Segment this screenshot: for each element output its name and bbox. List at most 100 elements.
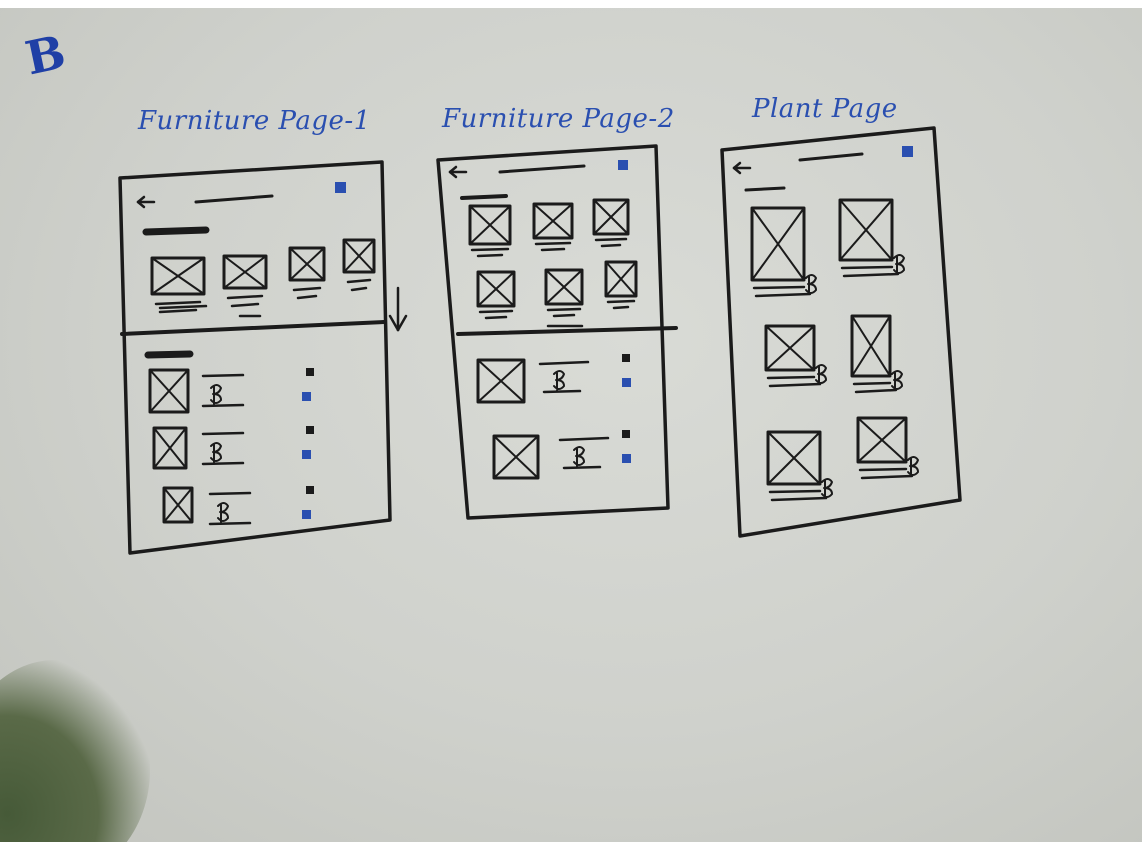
caption-line — [768, 382, 822, 388]
caption-line — [346, 278, 372, 284]
price-glyph — [573, 446, 585, 467]
dark-marker — [306, 426, 314, 434]
back-arrow-icon — [448, 170, 458, 179]
dark-marker — [306, 486, 314, 494]
image-placeholder-cross — [477, 271, 515, 307]
image-placeholder — [468, 204, 512, 246]
image-placeholder-cross — [223, 255, 267, 289]
blue-action-square — [302, 392, 311, 401]
list-title-line — [201, 373, 245, 378]
title-furniture-page-2: Furniture Page-2 — [442, 104, 675, 134]
caption-line — [540, 247, 566, 252]
caption-line — [350, 286, 368, 292]
price-glyph — [891, 370, 903, 391]
caption-line — [752, 285, 806, 290]
section-heading-bar — [142, 226, 210, 236]
header-bar-line — [798, 152, 864, 162]
blue-action-square — [622, 454, 631, 463]
blue-action-square — [302, 450, 311, 459]
image-placeholder — [604, 260, 638, 298]
caption-line — [154, 300, 202, 306]
caption-line — [158, 304, 208, 310]
wireframe-frames — [118, 126, 962, 555]
blue-action-square — [302, 510, 311, 519]
caption-line — [840, 265, 894, 270]
image-placeholder — [838, 198, 894, 262]
price-glyph — [553, 370, 565, 391]
caption-line — [770, 496, 828, 502]
image-placeholder-cross — [477, 359, 525, 403]
image-placeholder-cross — [765, 325, 815, 371]
frame-furniture-page-1 — [118, 160, 392, 555]
caption-line — [296, 294, 318, 300]
caption-line — [470, 247, 510, 252]
list-title-line — [558, 436, 610, 442]
back-arrow-icon — [136, 195, 146, 204]
caption-line — [552, 313, 576, 318]
caption-line — [484, 315, 508, 320]
frame-furniture-page-2 — [436, 144, 670, 520]
price-glyph — [821, 478, 833, 499]
caption-line — [754, 292, 812, 298]
image-placeholder-cross — [153, 427, 187, 469]
image-placeholder — [148, 368, 190, 414]
image-placeholder — [476, 270, 516, 308]
image-placeholder-cross — [469, 205, 511, 245]
frame-divider — [120, 320, 386, 336]
price-glyph — [907, 456, 919, 477]
list-title-line — [201, 431, 245, 436]
caption-line — [230, 302, 260, 308]
caption-line — [534, 241, 572, 246]
price-glyph — [217, 502, 229, 523]
dark-marker — [306, 368, 314, 376]
dark-marker — [622, 430, 630, 438]
image-placeholder — [150, 256, 206, 296]
image-placeholder — [766, 430, 822, 486]
price-glyph — [815, 364, 827, 385]
image-placeholder-cross — [343, 239, 375, 273]
blue-action-square — [335, 182, 346, 193]
image-placeholder-cross — [593, 199, 629, 235]
header-bar-line — [194, 194, 274, 204]
image-placeholder — [532, 202, 574, 240]
image-placeholder-cross — [751, 207, 805, 281]
list-title-line — [538, 360, 590, 366]
image-placeholder-cross — [767, 431, 821, 485]
caption-line — [594, 237, 628, 242]
caption-line — [476, 253, 504, 258]
image-placeholder-cross — [533, 203, 573, 239]
caption-line — [546, 307, 582, 312]
image-placeholder — [222, 254, 268, 290]
image-placeholder — [342, 238, 376, 274]
list-heading-bar — [144, 350, 194, 359]
caption-line — [478, 309, 514, 314]
header-bar-line — [498, 164, 586, 174]
image-placeholder — [288, 246, 326, 282]
list-subtitle-line — [562, 465, 602, 470]
price-glyph — [210, 442, 222, 463]
price-glyph — [210, 384, 222, 405]
caption-line — [766, 375, 816, 380]
image-placeholder-cross — [151, 257, 205, 295]
list-subtitle-line — [201, 403, 245, 408]
blue-action-square — [622, 378, 631, 387]
image-placeholder — [750, 206, 806, 282]
image-placeholder — [850, 314, 892, 378]
image-placeholder — [856, 416, 908, 464]
image-placeholder — [162, 486, 194, 524]
blue-action-square — [902, 146, 913, 157]
blue-action-square — [618, 160, 628, 170]
image-placeholder — [764, 324, 816, 372]
image-placeholder — [476, 358, 526, 404]
list-subtitle-line — [201, 461, 245, 466]
image-placeholder-cross — [857, 417, 907, 463]
image-placeholder-cross — [545, 269, 583, 305]
section-heading-bar — [460, 194, 508, 200]
paper-top-edge — [0, 0, 1142, 8]
frame-plant-page — [720, 126, 962, 538]
image-placeholder-cross — [289, 247, 325, 281]
list-subtitle-line — [208, 521, 252, 526]
scroll-down-arrow-icon — [396, 314, 408, 332]
